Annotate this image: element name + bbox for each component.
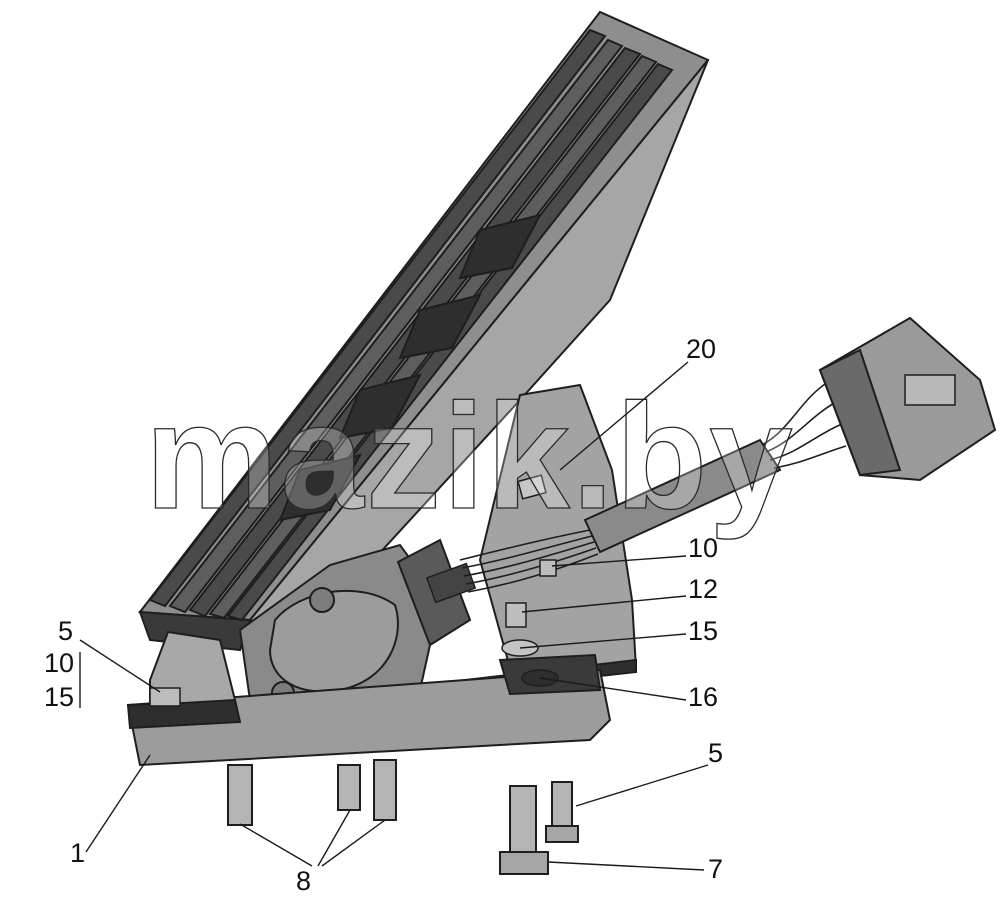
callout-5-left: 5 bbox=[58, 616, 73, 646]
callout-12: 12 bbox=[688, 574, 718, 604]
callout-10-right: 10 bbox=[688, 533, 718, 563]
callout-20: 20 bbox=[686, 334, 716, 364]
pedal-rubber-ribs bbox=[148, 28, 674, 622]
harness-plug bbox=[818, 316, 997, 482]
wire-harness bbox=[459, 529, 599, 593]
left-bracket bbox=[149, 630, 237, 707]
callout-16: 16 bbox=[688, 682, 718, 712]
base-studs bbox=[227, 759, 397, 826]
callout-5-right: 5 bbox=[708, 738, 723, 768]
watermark-text: mazik.by bbox=[145, 372, 795, 540]
callout-8: 8 bbox=[296, 866, 311, 896]
leader-lines bbox=[79, 361, 709, 871]
callout-15-left: 15 bbox=[44, 682, 74, 712]
callouts: 20 10 12 15 16 5 10 15 5 1 8 7 bbox=[44, 334, 723, 896]
cable-sheath bbox=[583, 438, 782, 554]
callout-10-left: 10 bbox=[44, 648, 74, 678]
callout-15-right: 15 bbox=[688, 616, 718, 646]
pedal-position-sensor bbox=[238, 543, 442, 717]
loose-bolts bbox=[499, 781, 579, 875]
sensor-connector bbox=[396, 538, 477, 647]
callout-7: 7 bbox=[708, 854, 723, 884]
callout-1: 1 bbox=[70, 838, 85, 868]
cable-wires bbox=[761, 381, 847, 469]
